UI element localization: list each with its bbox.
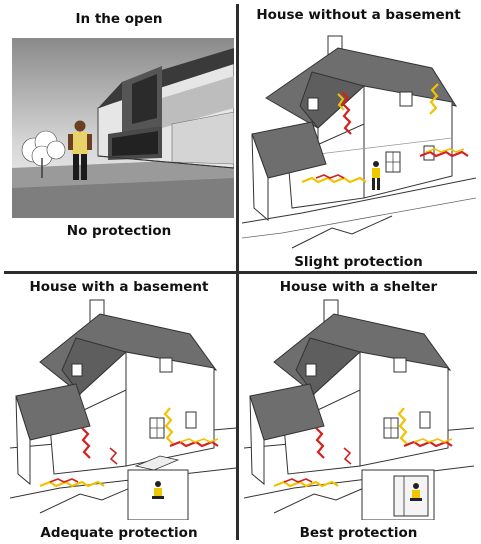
house-without-basement-illustration: [242, 28, 476, 250]
panel-title: House with a shelter: [240, 279, 477, 295]
house-with-shelter-illustration: [244, 298, 474, 520]
panel-caption: Best protection: [240, 525, 477, 541]
panel-house-with-basement: House with a basement: [4, 276, 234, 540]
panel-caption: No protection: [4, 223, 234, 239]
horizontal-divider: [4, 271, 477, 274]
panel-in-the-open: In the open: [4, 4, 234, 269]
panel-title: House with a basement: [4, 279, 234, 295]
panel-caption: Slight protection: [240, 254, 477, 270]
panel-house-with-shelter: House with a shelter: [240, 276, 477, 540]
open-street-illustration: [12, 38, 234, 218]
house-with-basement-illustration: [10, 298, 236, 520]
panel-house-without-basement: House without a basement: [240, 4, 477, 269]
panel-caption: Adequate protection: [4, 525, 234, 541]
panel-title: In the open: [4, 11, 234, 27]
panel-title: House without a basement: [240, 7, 477, 23]
